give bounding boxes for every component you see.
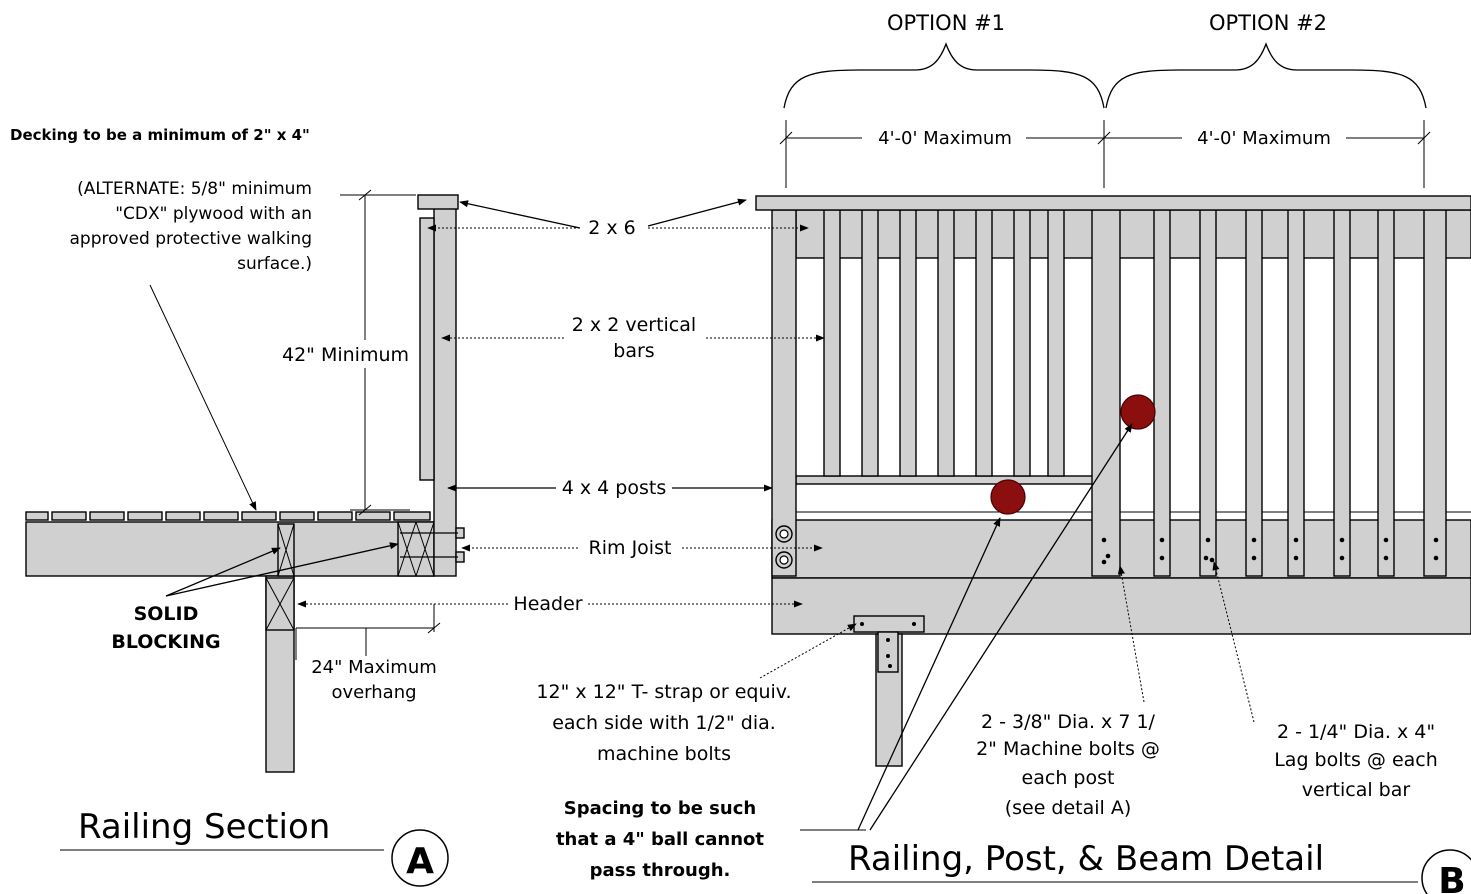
svg-text:surface.): surface.)	[237, 254, 312, 274]
solid-blocking-label: SOLID BLOCKING	[111, 603, 220, 653]
height-dimension	[340, 189, 416, 516]
top-rail	[795, 209, 1471, 259]
svg-text:2 - 1/4" Dia. x 4": 2 - 1/4" Dia. x 4"	[1277, 721, 1435, 743]
option2-vertical-bars	[1091, 209, 1447, 577]
section-mark-circle	[391, 829, 449, 887]
option2-brace	[1105, 42, 1427, 109]
lag-bolts-note: 2 - 1/4" Dia. x 4" Lag bolts @ each vert…	[1274, 721, 1438, 801]
option1-bottom-rail	[795, 475, 1095, 485]
overhang-dimension	[295, 604, 441, 660]
section-bolts	[400, 527, 465, 563]
posts-label: 4 x 4 posts	[562, 477, 666, 499]
detail-mark: B	[1438, 861, 1465, 894]
detail-post	[771, 209, 797, 577]
railing-section: 42" Minimum Decking to be a minimum of 2…	[10, 126, 465, 887]
svg-text:(see detail A): (see detail A)	[1005, 797, 1132, 819]
decking-boards	[25, 511, 431, 521]
svg-text:SOLID: SOLID	[134, 603, 199, 625]
option2-label: OPTION #2	[1209, 11, 1327, 35]
svg-text:each side with 1/2" dia.: each side with 1/2" dia.	[552, 712, 776, 734]
svg-text:vertical bar: vertical bar	[1302, 779, 1411, 801]
svg-text:Lag bolts @ each: Lag bolts @ each	[1274, 749, 1438, 771]
svg-text:"CDX" plywood with an: "CDX" plywood with an	[115, 204, 312, 224]
spacing-note: Spacing to be such that a 4" ball cannot…	[556, 798, 764, 881]
machine-bolts-note: 2 - 3/8" Dia. x 7 1/ 2" Machine bolts @ …	[976, 711, 1160, 819]
svg-text:Spacing to be such: Spacing to be such	[564, 798, 756, 819]
ball-option1	[990, 479, 1026, 515]
option1-label: OPTION #1	[887, 11, 1005, 35]
header-label: Header	[513, 593, 582, 615]
section-mark: A	[406, 841, 434, 882]
two-by-six-label: 2 x 6	[588, 217, 636, 239]
svg-text:2 - 3/8" Dia. x 7 1/: 2 - 3/8" Dia. x 7 1/	[981, 711, 1156, 733]
section-post	[433, 207, 457, 577]
solid-blocking-upper	[277, 523, 295, 577]
svg-text:that a 4" ball cannot: that a 4" ball cannot	[556, 829, 764, 850]
svg-text:machine bolts: machine bolts	[597, 743, 731, 765]
section-title: Railing Section	[78, 807, 330, 847]
lag-bolt-dots	[1101, 537, 1439, 565]
machine-bolt-heads	[775, 525, 793, 569]
svg-text:each post: each post	[1022, 767, 1115, 789]
alternate-note: (ALTERNATE: 5/8" minimum "CDX" plywood w…	[70, 179, 313, 274]
svg-text:2" Machine bolts @: 2" Machine bolts @	[976, 738, 1160, 760]
span2-label: 4'-0' Maximum	[1197, 128, 1331, 149]
vertical-bars-label-line1: 2 x 2 vertical	[572, 314, 696, 336]
overhang-label-line1: 24" Maximum	[311, 657, 437, 678]
height-dimension-label: 42" Minimum	[282, 344, 409, 366]
decking-note: Decking to be a minimum of 2" x 4"	[10, 126, 310, 144]
rim-joist	[771, 519, 1471, 579]
detail-title: Railing, Post, & Beam Detail	[848, 839, 1324, 879]
vertical-bars-label-line2: bars	[613, 340, 654, 362]
callouts: 2 x 6 2 x 2 vertical bars 4 x 4 posts Ri…	[297, 198, 1438, 881]
svg-text:BLOCKING: BLOCKING	[111, 631, 220, 653]
solid-blocking-lower	[265, 577, 295, 631]
section-cap	[417, 194, 459, 210]
svg-text:(ALTERNATE: 5/8" minimum: (ALTERNATE: 5/8" minimum	[77, 179, 312, 199]
alternate-leader	[149, 284, 257, 511]
span1-label: 4'-0' Maximum	[878, 128, 1012, 149]
overhang-label-line2: overhang	[331, 682, 416, 703]
detail-cap	[755, 195, 1471, 211]
tstrap-note: 12" x 12" T- strap or equiv. each side w…	[536, 681, 791, 765]
rim-joist-label: Rim Joist	[589, 537, 672, 559]
option1-brace	[783, 42, 1105, 109]
t-strap	[853, 615, 925, 673]
railing-detail: OPTION #1 OPTION #2 4'-0' Maximum 4'-0' …	[755, 11, 1471, 894]
ball-option2	[1120, 394, 1156, 430]
span-dimension	[779, 120, 1431, 188]
section-vertical-bar	[419, 217, 435, 481]
svg-text:pass through.: pass through.	[590, 860, 731, 881]
rim-joist-blocking	[397, 521, 435, 577]
detail-mark-circle	[1421, 849, 1471, 894]
svg-text:approved protective walking: approved protective walking	[70, 229, 313, 249]
svg-text:12" x 12" T- strap or equiv.: 12" x 12" T- strap or equiv.	[536, 681, 791, 703]
solid-blocking-leader-2	[165, 542, 399, 597]
solid-blocking-leader-1	[165, 547, 281, 597]
